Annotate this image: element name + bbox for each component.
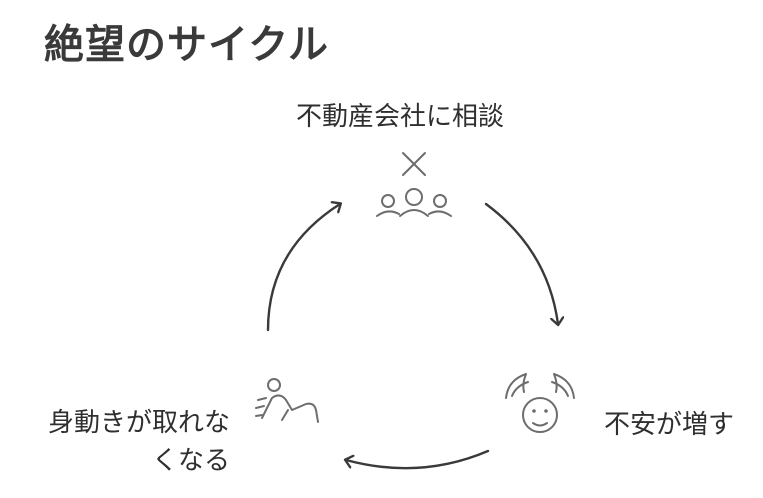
node-label-consult: 不動産会社に相談 xyxy=(296,102,505,132)
arrow-stuck-to-consult xyxy=(266,204,340,332)
people-group-icon xyxy=(376,152,452,217)
node-label-stuck-line2: くなる xyxy=(151,446,230,476)
node-label-stuck: 身動きが取れな くなる xyxy=(20,404,230,480)
arrow-consult-to-anxiety xyxy=(484,202,558,324)
page-title: 絶望のサイクル xyxy=(44,22,329,68)
stuck-person-icon xyxy=(255,378,319,423)
worried-face-icon xyxy=(505,373,575,433)
node-label-anxiety: 不安が増す xyxy=(604,410,735,440)
arrow-anxiety-to-stuck xyxy=(346,449,490,470)
node-label-stuck-line1: 身動きが取れな xyxy=(47,408,230,438)
